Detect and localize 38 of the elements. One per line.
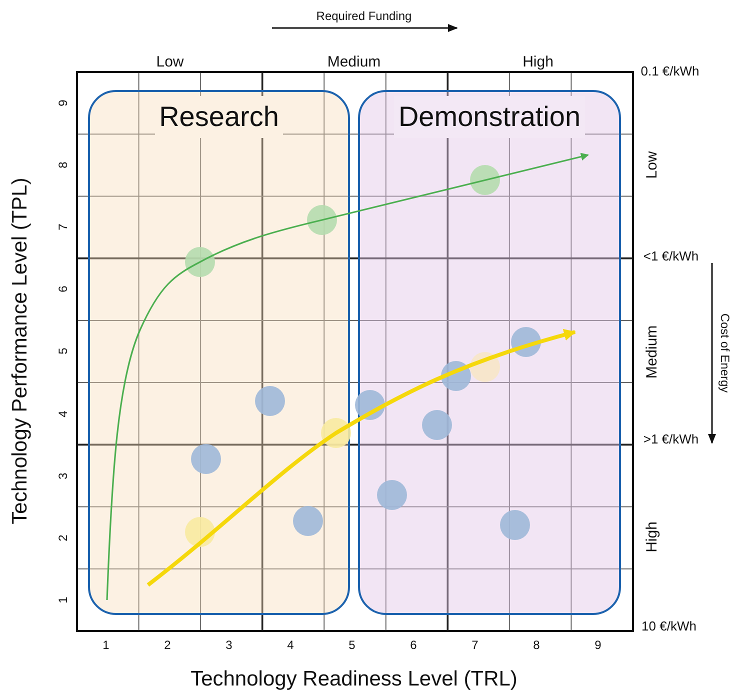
scale-label: Medium	[644, 325, 660, 379]
scale-label: Cost of Energy	[719, 313, 731, 393]
axis-title: Technology Readiness Level (TRL)	[190, 668, 518, 690]
tick-label: 4	[287, 639, 294, 651]
tick-label: 1	[102, 639, 110, 651]
tick-label: 7	[57, 224, 69, 231]
scale-label: 10 €/kWh	[642, 620, 696, 632]
scale-label: Medium	[327, 54, 381, 70]
scale-label: Low	[156, 54, 184, 70]
tick-label: 5	[348, 639, 356, 651]
tick-label: 2	[164, 639, 171, 651]
stage-panel	[358, 90, 621, 615]
tick-label: 2	[57, 534, 69, 542]
tick-label: 8	[57, 162, 69, 168]
trend-arrow	[106, 152, 589, 600]
trend-arrow	[146, 329, 576, 587]
axis-title: Technology Performance Level (TPL)	[10, 178, 30, 524]
tick-label: 9	[594, 639, 602, 651]
scale-label: High	[644, 522, 660, 552]
tick-label: 8	[533, 639, 540, 651]
scale-label: >1 €/kWh	[643, 432, 699, 446]
tick-label: 6	[57, 286, 69, 293]
tick-label: 3	[57, 472, 69, 479]
tick-label: 3	[226, 639, 232, 651]
tick-label: 9	[57, 100, 69, 106]
scale-label: Required Funding	[316, 10, 412, 22]
stage-title: Demonstration	[394, 96, 585, 138]
stage-title: Research	[155, 96, 283, 138]
scale-label: 0.1 €/kWh	[640, 64, 700, 78]
tick-label: 1	[57, 596, 69, 604]
scale-label: <1 €/kWh	[643, 250, 699, 262]
tick-label: 5	[57, 348, 69, 355]
scale-label: Low	[644, 151, 660, 179]
tick-label: 4	[57, 410, 69, 417]
stage-panel	[88, 90, 350, 615]
scale-label: High	[522, 54, 554, 70]
tick-label: 7	[472, 639, 478, 651]
tick-label: 6	[410, 639, 417, 651]
